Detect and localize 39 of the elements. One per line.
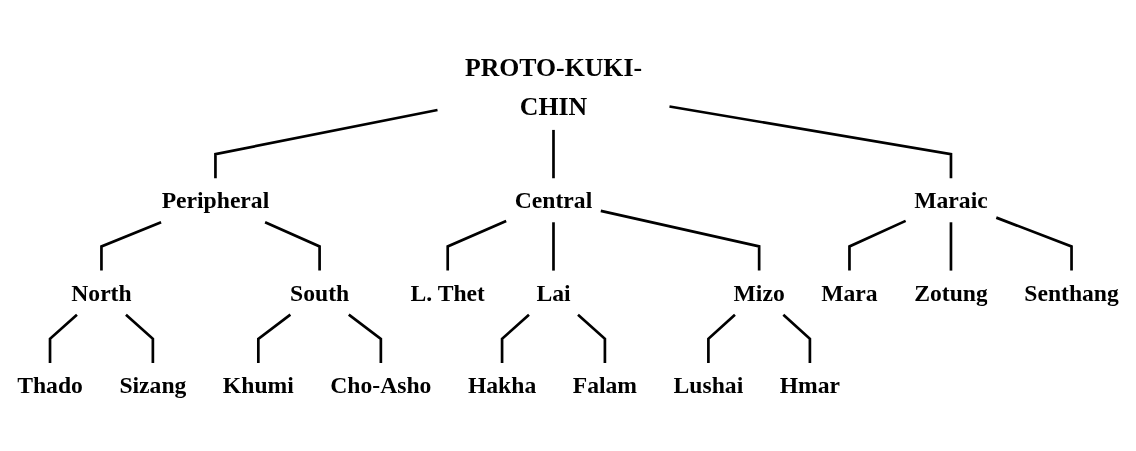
connector (552, 129, 555, 179)
connector (995, 216, 1073, 271)
node-text: Mara (821, 279, 878, 307)
connector (848, 219, 907, 271)
connector (257, 313, 292, 363)
connector (577, 313, 607, 363)
connector (949, 222, 953, 271)
node-text: North (71, 279, 132, 307)
node-text: Sizang (119, 371, 187, 399)
connector (100, 221, 162, 271)
node-text: Falam (572, 371, 638, 399)
connector (707, 313, 736, 363)
node-text: Zotung (914, 279, 988, 307)
connector (500, 313, 530, 363)
connector (125, 313, 155, 363)
node-text: South (290, 279, 350, 307)
connector (446, 219, 507, 271)
node-text: Maraic (914, 186, 988, 214)
connector (600, 209, 761, 271)
connector (669, 105, 953, 179)
node-text: Central (514, 186, 593, 214)
node-text: PROTO-KUKI-CHIN (464, 53, 643, 121)
node-text: Mizo (733, 279, 785, 307)
connector (214, 108, 438, 179)
node-text: Cho-Asho (330, 371, 432, 399)
node-text: Thado (17, 371, 83, 399)
connector (48, 313, 78, 363)
connector (782, 313, 812, 363)
node-text: Senthang (1024, 279, 1119, 307)
node-text: Peripheral (161, 186, 270, 214)
node-text: Hmar (779, 371, 841, 399)
node-text: L. Thet (410, 279, 485, 307)
node-text: Lushai (673, 371, 744, 399)
connector (348, 313, 383, 363)
node-text: Khumi (222, 371, 294, 399)
connector (264, 221, 321, 271)
connector (552, 222, 555, 271)
node-text: Hakha (467, 371, 537, 399)
node-text: Lai (536, 279, 571, 307)
